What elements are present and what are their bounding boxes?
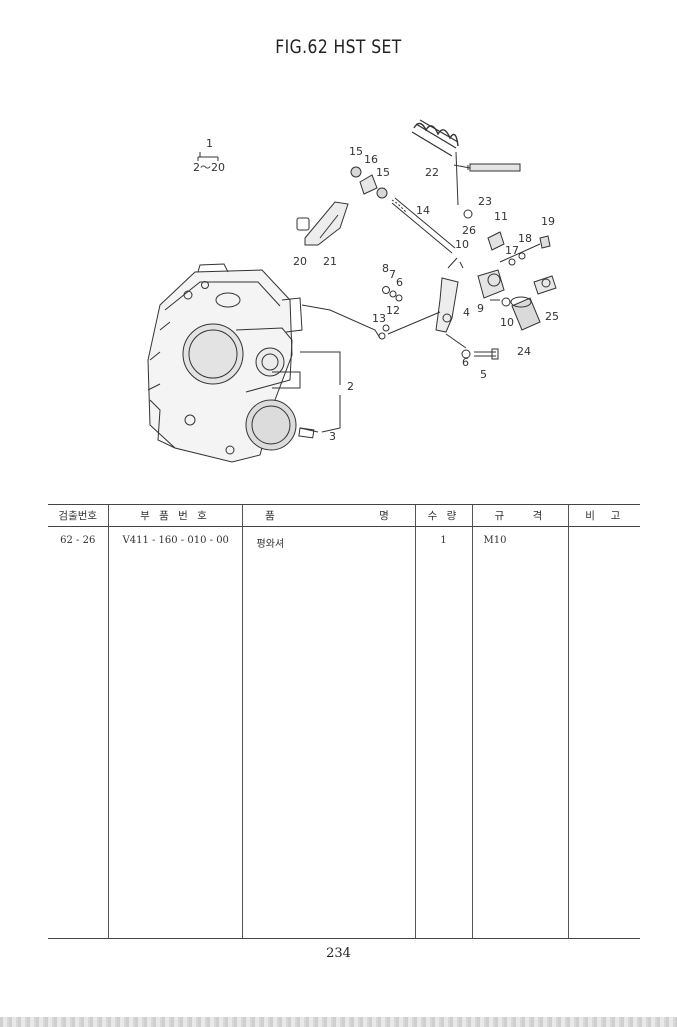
callout-9: 9 [477,302,484,315]
callout-7: 7 [389,268,396,281]
callout-25: 25 [545,310,559,323]
parts-list-table: 검출번호 부 품 번 호 품 명 수 량 규 격 비 고 62 - 26 V41… [48,504,640,939]
callout-23: 23 [478,195,492,208]
callout-6a: 6 [462,356,469,369]
header-spec: 규 격 [471,504,568,527]
bracket-21 [296,201,349,246]
cell-remarks [567,526,640,550]
table-header-row: 검출번호 부 품 번 호 품 명 수 량 규 격 비 고 [48,504,640,527]
callout-4: 4 [463,306,470,319]
callout-13: 13 [372,312,386,325]
table-empty-area [48,550,640,939]
lever-4 [435,277,459,333]
callout-12: 12 [386,304,400,317]
header-key-number: 검출번호 [48,504,108,527]
cell-key-number: 62 - 26 [60,535,96,546]
callout-20: 20 [293,255,307,268]
callout-15a: 15 [349,145,363,158]
page-title: FIG.62 HST SET [275,36,402,58]
callout-labels: 1 2〜20 2 3 4 5 6 6 7 8 9 10 10 11 12 13 … [193,137,559,443]
callout-10b: 10 [500,316,514,329]
callout-10a: 10 [455,238,469,251]
cell-spec: M10 [471,526,568,550]
page-number: 234 [326,946,351,961]
callout-24: 24 [517,345,531,358]
callout-16: 16 [364,153,378,166]
callout-19: 19 [541,215,555,228]
callout-15b: 15 [376,166,390,179]
callout-22: 22 [425,166,439,179]
callout-2: 2 [347,380,354,393]
exploded-parts-diagram: 1 2〜20 2 3 4 5 6 6 7 8 9 10 10 11 12 13 … [147,119,559,463]
callout-17: 17 [505,244,519,257]
callout-14: 14 [416,204,430,217]
table-row: 62 - 26 V411 - 160 - 010 - 00 평와셔 1 M10 [48,526,640,550]
spring-22 [411,119,459,157]
header-part-name: 품 명 [241,504,415,527]
cell-part-number: V411 - 160 - 010 - 00 [107,526,242,550]
cell-part-name: 평와셔 [241,526,415,550]
callout-6b: 6 [396,276,403,289]
cylinder-24 [510,296,541,331]
callout-21: 21 [323,255,337,268]
header-remarks: 비 고 [567,504,640,527]
callout-18: 18 [518,232,532,245]
callout-11: 11 [494,210,508,223]
callout-3: 3 [329,430,336,443]
scan-edge-artifact [0,1017,677,1027]
hst-housing [147,263,303,463]
header-quantity: 수 량 [414,504,472,527]
callout-1: 1 [206,137,213,150]
callout-8: 8 [382,262,389,275]
callout-range: 2〜20 [193,161,225,174]
cell-quantity: 1 [414,526,472,550]
callout-26: 26 [462,224,476,237]
callout-5: 5 [480,368,487,381]
header-part-number: 부 품 번 호 [107,504,242,527]
